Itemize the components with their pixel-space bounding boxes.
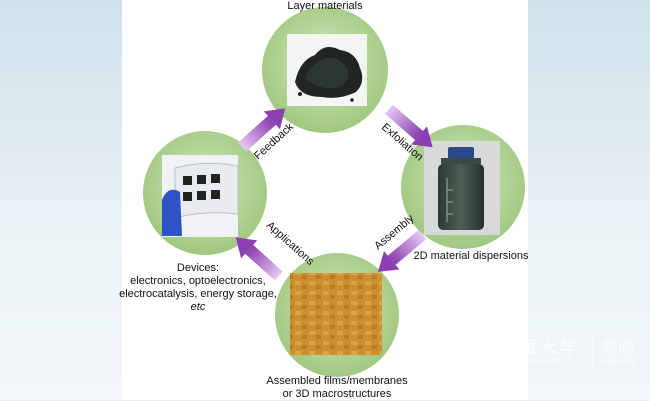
device-image — [162, 155, 239, 237]
label-applications: Applications — [264, 219, 316, 268]
label-devices-line1: Devices: — [176, 262, 220, 274]
film-image — [290, 273, 382, 355]
watermark: 清華大学 Tsinghua University 新闻 NEWS — [462, 330, 642, 378]
arrow-applications — [235, 237, 283, 281]
vial-image — [424, 141, 500, 235]
university-seal-icon — [463, 335, 497, 369]
label-assembled-line2: or 3D macrostructures — [282, 388, 392, 400]
label-devices-line3: electrocatalysis, energy storage, — [119, 288, 277, 300]
label-devices-line4: etc — [190, 301, 206, 313]
label-layer-materials: Layer materials — [287, 0, 363, 12]
label-assembled-line1: Assembled films/membranes — [266, 375, 408, 387]
background-right — [528, 0, 650, 400]
label-assembled: Assembled films/membranes or 3D macrostr… — [262, 375, 412, 401]
watermark-news-cn: 新闻 — [602, 340, 635, 357]
arrow-exfoliation — [384, 104, 433, 148]
watermark-news-en: NEWS — [603, 356, 637, 367]
watermark-divider — [592, 338, 593, 366]
arrow-assembly — [377, 229, 427, 272]
label-devices-line2: electronics, optoelectronics, — [130, 275, 266, 287]
label-devices: Devices: electronics, optoelectronics, e… — [118, 262, 278, 314]
watermark-en: Tsinghua University — [502, 358, 563, 365]
background-left — [0, 0, 122, 400]
powder-image — [287, 34, 367, 106]
watermark-cn: 清華大学 — [500, 338, 580, 359]
label-dispersions: 2D material dispersions — [413, 250, 529, 262]
arrow-feedback — [238, 108, 286, 152]
